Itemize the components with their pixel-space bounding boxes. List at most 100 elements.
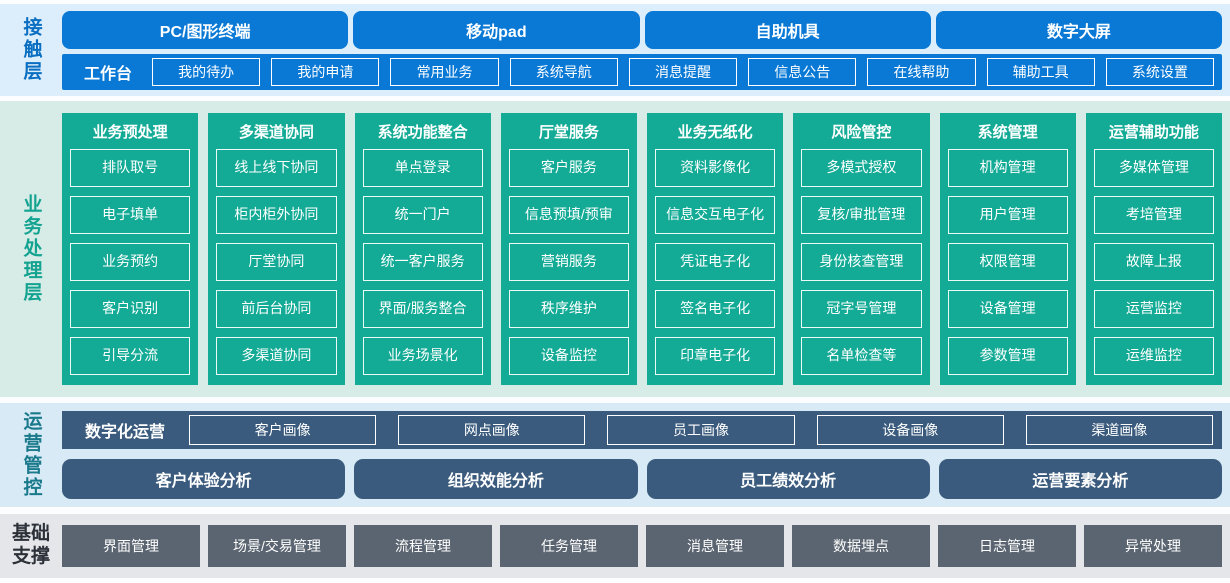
business-item: 复核/审批管理 <box>801 196 922 234</box>
business-column-items: 排队取号电子填单业务预约客户识别引导分流 <box>70 149 191 375</box>
analysis-box: 客户体验分析 <box>62 459 346 499</box>
channel-box: 数字大屏 <box>935 10 1222 49</box>
business-item: 机构管理 <box>947 149 1068 187</box>
business-column: 运营辅助功能 多媒体管理考培管理故障上报运营监控运维监控 <box>1085 113 1222 385</box>
analysis-box: 组织效能分析 <box>354 459 638 499</box>
business-item: 统一门户 <box>362 196 483 234</box>
business-item: 设备监控 <box>508 337 629 375</box>
business-column: 厅堂服务 客户服务信息预填/预审营销服务秩序维护设备监控 <box>500 113 637 385</box>
workbench-item: 系统导航 <box>509 57 618 86</box>
business-column: 系统功能整合 单点登录统一门户统一客户服务界面/服务整合业务场景化 <box>354 113 491 385</box>
layer-label-foundation: 基础支撑 <box>11 523 50 567</box>
operations-content: 数字化运营 客户画像网点画像员工画像设备画像渠道画像 客户体验分析组织效能分析员… <box>62 411 1222 499</box>
workbench-bar: 工作台 我的待办我的申请常用业务系统导航消息提醒信息公告在线帮助辅助工具系统设置 <box>62 53 1222 90</box>
business-item: 界面/服务整合 <box>362 290 483 328</box>
business-item: 营销服务 <box>508 243 629 281</box>
business-column-title: 业务无纸化 <box>677 124 753 141</box>
business-column: 多渠道协同 线上线下协同柜内柜外协同厅堂协同前后台协同多渠道协同 <box>208 113 345 385</box>
business-column-title: 业务预处理 <box>92 124 168 141</box>
business-columns: 业务预处理 排队取号电子填单业务预约客户识别引导分流 多渠道协同 线上线下协同柜… <box>62 113 1222 385</box>
foundation-box: 日志管理 <box>938 525 1076 567</box>
layer-operations: 运营管控 数字化运营 客户画像网点画像员工画像设备画像渠道画像 客户体验分析组织… <box>0 403 1230 507</box>
business-item: 厅堂协同 <box>216 243 337 281</box>
foundation-box: 任务管理 <box>500 525 638 567</box>
profile-item: 渠道画像 <box>1025 415 1214 445</box>
business-column-items: 机构管理用户管理权限管理设备管理参数管理 <box>947 149 1068 375</box>
foundation-box: 数据埋点 <box>792 525 930 567</box>
business-column-items: 多媒体管理考培管理故障上报运营监控运维监控 <box>1093 149 1214 375</box>
workbench-item: 在线帮助 <box>867 57 976 86</box>
profile-item: 员工画像 <box>607 415 795 445</box>
business-item: 电子填单 <box>70 196 191 234</box>
layer-label-foundation-wrap: 基础支撑 <box>0 523 62 567</box>
business-item: 用户管理 <box>947 196 1068 234</box>
business-item: 资料影像化 <box>655 149 776 187</box>
workbench-label: 工作台 <box>84 65 133 83</box>
business-item: 名单检查等 <box>801 337 922 375</box>
layer-label-contact: 接触层 <box>20 17 42 83</box>
workbench-item: 辅助工具 <box>986 57 1095 86</box>
layer-label-contact-wrap: 接触层 <box>0 10 62 90</box>
business-item: 客户服务 <box>508 149 629 187</box>
workbench-item: 我的申请 <box>271 57 380 86</box>
foundation-box: 场景/交易管理 <box>208 525 346 567</box>
business-column-title: 厅堂服务 <box>538 124 599 141</box>
foundation-box: 异常处理 <box>1084 525 1222 567</box>
business-item: 多媒体管理 <box>1093 149 1214 187</box>
profile-item: 设备画像 <box>816 415 1004 445</box>
analysis-box: 员工绩效分析 <box>646 459 930 499</box>
workbench-item: 我的待办 <box>152 57 261 86</box>
business-item: 运营监控 <box>1093 290 1214 328</box>
business-column-title: 系统功能整合 <box>377 124 468 141</box>
business-item: 故障上报 <box>1093 243 1214 281</box>
channel-box: PC/图形终端 <box>62 10 349 49</box>
business-item: 考培管理 <box>1093 196 1214 234</box>
business-item: 设备管理 <box>947 290 1068 328</box>
digital-operations-label: 数字化运营 <box>85 424 166 441</box>
business-item: 凭证电子化 <box>655 243 776 281</box>
business-item: 统一客户服务 <box>362 243 483 281</box>
business-column-items: 客户服务信息预填/预审营销服务秩序维护设备监控 <box>508 149 629 375</box>
profile-item: 客户画像 <box>189 415 377 445</box>
analysis-box: 运营要素分析 <box>938 459 1222 499</box>
workbench-item: 信息公告 <box>748 57 857 86</box>
business-item: 信息交互电子化 <box>655 196 776 234</box>
business-item: 信息预填/预审 <box>508 196 629 234</box>
business-column-items: 线上线下协同柜内柜外协同厅堂协同前后台协同多渠道协同 <box>216 149 337 375</box>
workbench-item: 消息提醒 <box>628 57 738 86</box>
layer-label-business: 业务处理层 <box>20 194 42 304</box>
business-item: 多模式授权 <box>801 149 922 187</box>
business-item: 秩序维护 <box>508 290 629 328</box>
business-column: 系统管理 机构管理用户管理权限管理设备管理参数管理 <box>939 113 1076 385</box>
digital-operations-items: 客户画像网点画像员工画像设备画像渠道画像 <box>189 415 1214 445</box>
foundation-box: 消息管理 <box>646 525 784 567</box>
channel-box: 自助机具 <box>644 10 931 49</box>
business-item: 签名电子化 <box>655 290 776 328</box>
business-item: 排队取号 <box>70 149 191 187</box>
workbench-items: 我的待办我的申请常用业务系统导航消息提醒信息公告在线帮助辅助工具系统设置 <box>152 57 1214 86</box>
business-column-items: 多模式授权复核/审批管理身份核查管理冠字号管理名单检查等 <box>801 149 922 375</box>
layer-label-operations: 运营管控 <box>20 411 42 499</box>
workbench-item: 系统设置 <box>1105 57 1214 86</box>
foundation-box: 界面管理 <box>62 525 200 567</box>
business-item: 业务预约 <box>70 243 191 281</box>
layer-business: 业务处理层 业务预处理 排队取号电子填单业务预约客户识别引导分流 多渠道协同 线… <box>0 101 1230 397</box>
foundation-box: 流程管理 <box>354 525 492 567</box>
business-item: 冠字号管理 <box>801 290 922 328</box>
business-column-title: 风险管控 <box>831 124 892 141</box>
business-column-items: 资料影像化信息交互电子化凭证电子化签名电子化印章电子化 <box>655 149 776 375</box>
digital-operations-bar: 数字化运营 客户画像网点画像员工画像设备画像渠道画像 <box>62 411 1222 449</box>
business-item: 单点登录 <box>362 149 483 187</box>
business-item: 柜内柜外协同 <box>216 196 337 234</box>
business-item: 多渠道协同 <box>216 337 337 375</box>
profile-item: 网点画像 <box>398 415 586 445</box>
business-item: 运维监控 <box>1093 337 1214 375</box>
business-column-title: 多渠道协同 <box>238 124 314 141</box>
business-item: 印章电子化 <box>655 337 776 375</box>
business-column: 风险管控 多模式授权复核/审批管理身份核查管理冠字号管理名单检查等 <box>793 113 930 385</box>
layer-label-operations-wrap: 运营管控 <box>0 411 62 499</box>
